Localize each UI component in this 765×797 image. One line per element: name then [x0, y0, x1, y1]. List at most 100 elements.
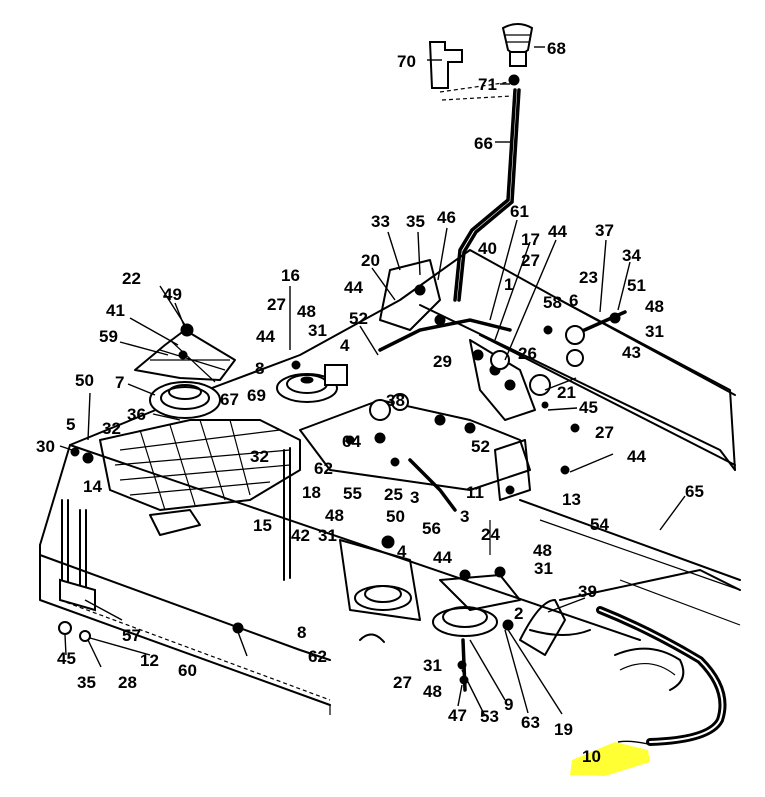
callout-43: 38 — [386, 391, 405, 410]
callout-9: 17 — [521, 230, 540, 249]
callout-46: 32 — [102, 419, 121, 438]
callout-3: 66 — [474, 134, 493, 153]
callout-79: 45 — [57, 649, 76, 668]
callout-59: 11 — [466, 483, 484, 502]
callout-87: 48 — [423, 682, 442, 701]
lower-right-pulley — [432, 520, 521, 692]
frame-outline — [39, 249, 741, 715]
callout-83: 8 — [297, 623, 306, 642]
callout-6: 46 — [437, 208, 456, 227]
callout-41: 67 — [220, 390, 239, 409]
callout-73: 31 — [318, 526, 337, 545]
callout-66: 54 — [590, 515, 609, 534]
right-lower-guards — [519, 599, 685, 691]
callout-39: 7 — [115, 373, 124, 392]
callout-37: 8 — [255, 359, 264, 378]
callout-50: 27 — [595, 423, 614, 442]
callout-55: 18 — [302, 483, 321, 502]
callout-74: 44 — [433, 548, 452, 567]
callout-81: 28 — [118, 673, 137, 692]
shift-lever-assembly — [428, 23, 534, 302]
callout-26: 6 — [569, 291, 578, 310]
callout-42: 69 — [247, 386, 266, 405]
callout-63: 50 — [386, 507, 405, 526]
callout-93: 2 — [514, 604, 523, 623]
callout-31: 59 — [99, 327, 118, 346]
center-linkage-assembly — [299, 393, 531, 512]
callout-labels: 70 68 71 66 33 35 46 61 40 17 44 37 20 2… — [36, 39, 704, 766]
callout-29: 31 — [308, 321, 327, 340]
callout-19: 51 — [627, 276, 646, 295]
callout-17: 49 — [163, 285, 182, 304]
lower-center-pulley — [339, 535, 421, 643]
callout-80: 35 — [77, 673, 96, 692]
callout-15: 16 — [281, 266, 300, 285]
callout-69: 56 — [422, 519, 441, 538]
callout-90: 9 — [504, 695, 513, 714]
callout-30: 31 — [645, 322, 664, 341]
callout-47: 36 — [127, 405, 146, 424]
callout-10: 44 — [548, 222, 567, 241]
callout-91: 63 — [521, 713, 540, 732]
callout-65: 24 — [481, 525, 500, 544]
callout-62: 65 — [685, 482, 704, 501]
callout-94: 10 — [582, 747, 601, 766]
callout-24: 1 — [504, 275, 513, 294]
callout-76: 39 — [578, 582, 597, 601]
callout-48: 64 — [342, 432, 361, 451]
long-rods — [519, 499, 741, 591]
callout-70: 48 — [325, 506, 344, 525]
drive-belt — [596, 606, 727, 746]
callout-23: 52 — [349, 309, 368, 328]
callout-72: 4 — [397, 542, 407, 561]
callout-77: 57 — [122, 626, 141, 645]
callout-18: 23 — [579, 268, 598, 287]
callout-14: 34 — [622, 246, 641, 265]
callout-11: 37 — [595, 221, 614, 240]
callout-86: 31 — [423, 656, 442, 675]
callout-33: 29 — [433, 352, 452, 371]
callout-56: 55 — [343, 484, 362, 503]
callout-88: 47 — [448, 706, 467, 725]
callout-78: 12 — [140, 651, 159, 670]
callout-40: 21 — [557, 383, 576, 402]
callout-28: 41 — [106, 301, 125, 320]
callout-16: 22 — [122, 269, 141, 288]
callout-57: 25 — [384, 485, 403, 504]
right-bracket-assembly — [529, 310, 627, 409]
support-rods — [58, 447, 291, 642]
callout-7: 61 — [510, 202, 529, 221]
callout-21: 48 — [297, 302, 316, 321]
callout-71: 48 — [533, 541, 552, 560]
callout-54: 14 — [83, 477, 102, 496]
callout-5: 35 — [406, 212, 425, 231]
callout-64: 3 — [460, 507, 469, 526]
callout-44: 45 — [579, 398, 598, 417]
callout-68: 42 — [291, 526, 310, 545]
center-pulley-assembly — [276, 360, 348, 403]
callout-35: 43 — [622, 343, 641, 362]
callout-32: 4 — [340, 336, 350, 355]
callout-36: 44 — [256, 327, 275, 346]
right-idler-bracket — [494, 423, 580, 501]
callout-25: 58 — [543, 293, 562, 312]
callout-60: 13 — [562, 490, 581, 509]
callout-8: 40 — [478, 239, 497, 258]
callout-45: 5 — [66, 415, 75, 434]
callout-27: 48 — [645, 297, 664, 316]
callout-highlight — [570, 742, 650, 776]
upper-linkage-assembly — [378, 259, 536, 421]
left-deck-blade — [70, 419, 301, 536]
leader-lines — [59, 46, 686, 745]
callout-67: 15 — [253, 516, 272, 535]
callout-61: 44 — [627, 447, 646, 466]
callout-1: 68 — [547, 39, 566, 58]
callout-89: 53 — [480, 707, 499, 726]
callout-53: 32 — [250, 447, 269, 466]
callout-4: 33 — [371, 212, 390, 231]
callout-51: 30 — [36, 437, 55, 456]
callout-0: 70 — [397, 52, 416, 71]
callout-20: 27 — [267, 295, 286, 314]
callout-58: 3 — [410, 488, 419, 507]
